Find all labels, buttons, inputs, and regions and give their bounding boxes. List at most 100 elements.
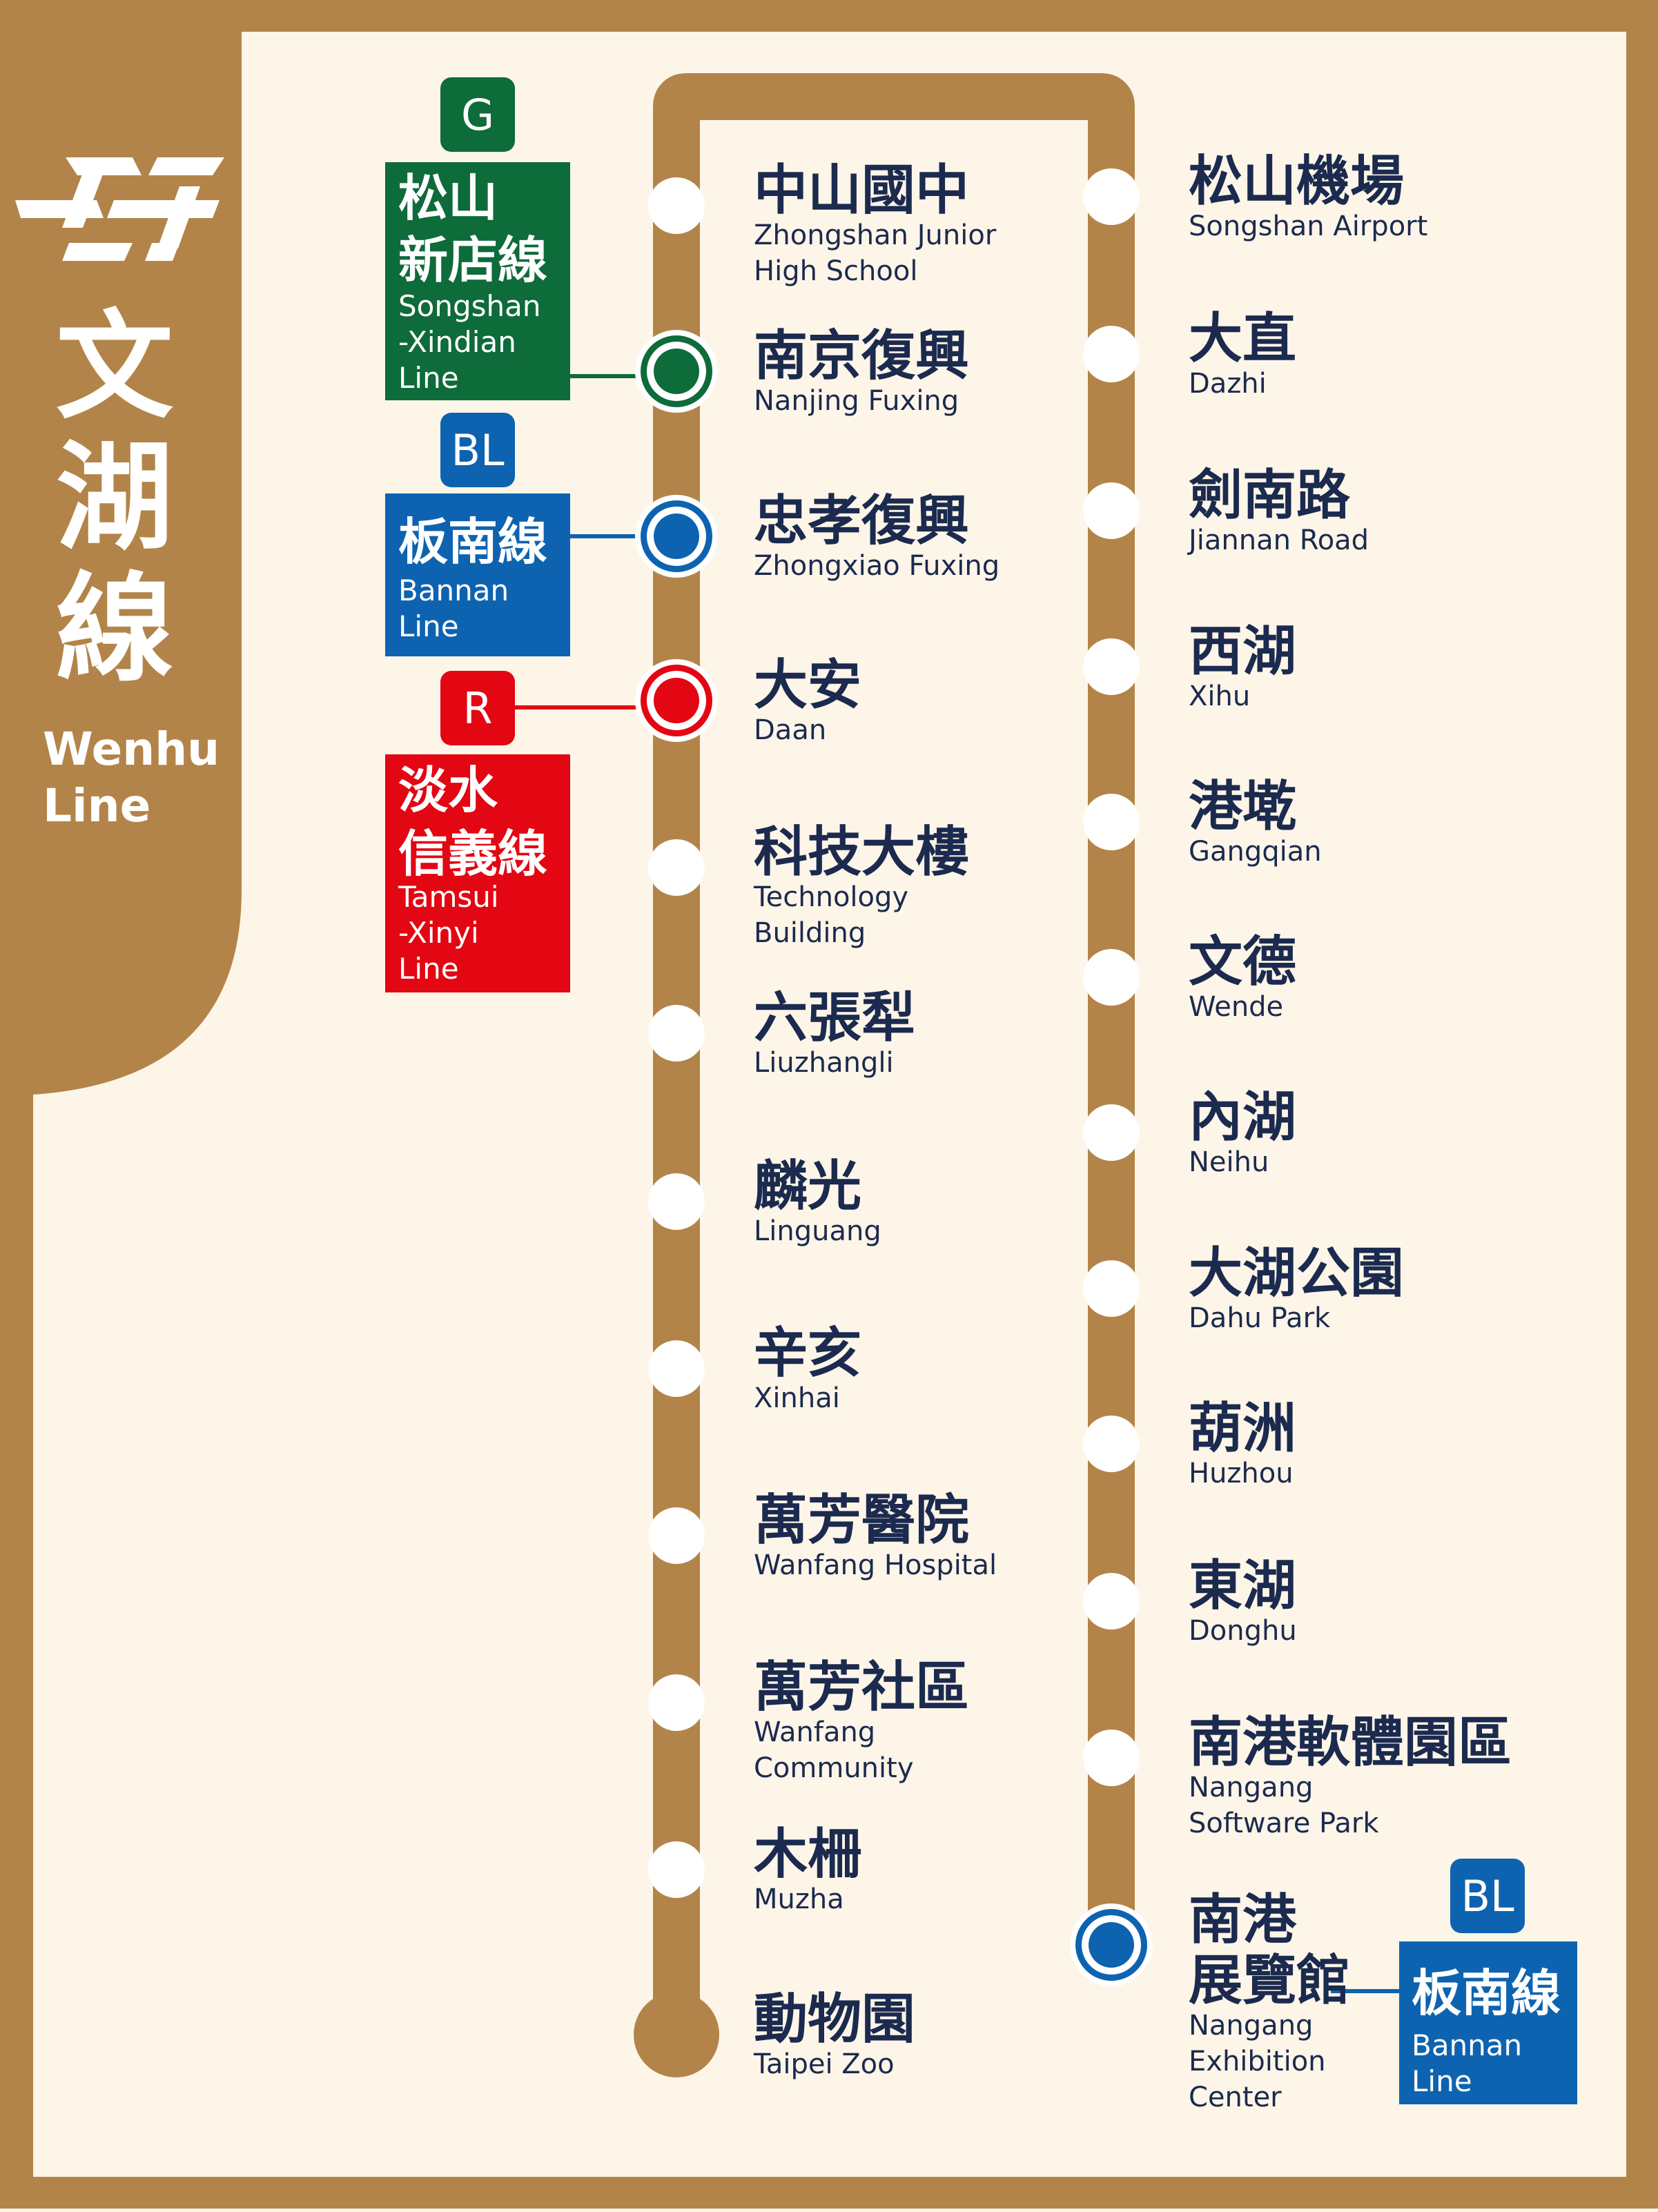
left-station-1-marker xyxy=(648,177,705,234)
badge-bl-2 xyxy=(1450,1859,1525,1933)
box-bannan-2 xyxy=(1399,1941,1577,2104)
right-station-3-name-zh: 劍南路 xyxy=(1189,464,1351,527)
left-station-12-name-zh: 動物園 xyxy=(754,1988,915,2050)
left-station-7-name-en-1: Linguang xyxy=(754,1215,881,1247)
right-station-7-name-en-1: Neihu xyxy=(1189,1146,1269,1178)
right-station-2-name-zh: 大直 xyxy=(1189,308,1296,370)
left-station-7-name-zh: 麟光 xyxy=(754,1155,861,1217)
left-station-10-name-en-2: Community xyxy=(754,1752,914,1784)
right-station-6-name-zh: 文德 xyxy=(1189,931,1296,993)
right-station-12-name-en-3: Center xyxy=(1189,2082,1282,2113)
box-g-en-1: Songshan xyxy=(398,289,541,323)
right-station-3-name-en-1: Jiannan Road xyxy=(1187,525,1369,556)
right-station-5-name-en-1: Gangqian xyxy=(1189,836,1322,868)
box-r-zh-2: 信義線 xyxy=(398,825,547,883)
right-station-8-name-zh: 大湖公園 xyxy=(1189,1242,1404,1304)
right-station-10-marker xyxy=(1083,1573,1140,1629)
right-station-2-name-en-1: Dazhi xyxy=(1189,368,1267,400)
box-g-zh-2: 新店線 xyxy=(398,231,547,289)
right-station-12-name-en-1: Nangang xyxy=(1189,2010,1313,2042)
left-station-10-name-zh: 萬芳社區 xyxy=(754,1656,969,1719)
right-station-11-name-en-2: Software Park xyxy=(1189,1808,1379,1839)
right-station-5-name-zh: 港墘 xyxy=(1189,776,1296,838)
right-station-6-name-en-1: Wende xyxy=(1189,991,1283,1023)
right-station-7-marker xyxy=(1083,1104,1140,1161)
box-bl-zh: 板南線 xyxy=(398,513,547,571)
line-name-zh-2: 湖 xyxy=(56,430,173,567)
right-station-8-name-en-1: Dahu Park xyxy=(1189,1302,1331,1334)
right-station-11-name-en-1: Nangang xyxy=(1189,1772,1313,1803)
left-station-8-name-zh: 辛亥 xyxy=(754,1322,861,1384)
left-station-3-name-zh: 忠孝復興 xyxy=(754,490,969,552)
right-station-10-name-zh: 東湖 xyxy=(1189,1555,1296,1617)
left-station-2-name-zh: 南京復興 xyxy=(754,325,969,387)
right-station-4-name-zh: 西湖 xyxy=(1189,620,1296,683)
line-name-en-1: Wenhu xyxy=(43,723,220,776)
box-r-en-2: -Xinyi xyxy=(398,916,479,950)
right-station-1-marker xyxy=(1083,168,1140,225)
right-station-9-marker xyxy=(1083,1416,1140,1472)
left-station-4-marker xyxy=(654,678,699,723)
right-station-6-marker xyxy=(1083,949,1140,1006)
badge-r-code: R xyxy=(462,683,492,734)
left-station-3-name-en-1: Zhongxiao Fuxing xyxy=(754,550,999,582)
left-station-5-name-en-1: Technology xyxy=(753,881,908,913)
badge-g xyxy=(440,77,515,152)
right-station-11-marker xyxy=(1083,1730,1140,1786)
left-station-7-marker xyxy=(648,1173,705,1230)
left-station-12-name-en-1: Taipei Zoo xyxy=(753,2048,895,2080)
left-station-11-marker xyxy=(648,1841,705,1898)
box-bl-2-zh: 板南線 xyxy=(1412,1964,1561,2022)
left-station-5-marker xyxy=(648,839,705,896)
right-station-2-marker xyxy=(1083,326,1140,382)
right-station-7-name-zh: 內湖 xyxy=(1189,1086,1296,1148)
box-bannan xyxy=(385,493,570,656)
right-station-11-name-zh: 南港軟體園區 xyxy=(1189,1712,1512,1774)
box-g-en-3: Line xyxy=(398,361,459,395)
left-station-4-name-zh: 大安 xyxy=(754,654,861,716)
right-station-1-name-en-1: Songshan Airport xyxy=(1189,211,1427,242)
right-station-12-name-zh-2: 展覽館 xyxy=(1189,1950,1350,2012)
right-station-8-marker xyxy=(1083,1260,1140,1317)
left-station-10-marker xyxy=(648,1674,705,1731)
box-bl-2-en-1: Bannan xyxy=(1412,2028,1522,2062)
box-bl-2-en-2: Line xyxy=(1412,2064,1472,2098)
left-station-12-terminus-marker xyxy=(634,1992,719,2077)
right-station-9-name-en-1: Huzhou xyxy=(1189,1458,1294,1489)
right-station-5-marker xyxy=(1083,794,1140,850)
left-station-5-name-zh: 科技大樓 xyxy=(754,821,969,883)
box-bl-en-2: Line xyxy=(398,609,459,643)
left-station-9-name-zh: 萬芳醫院 xyxy=(754,1489,969,1552)
left-station-11-name-en-1: Muzha xyxy=(754,1883,844,1915)
left-station-3-marker xyxy=(654,513,699,559)
left-station-6-marker xyxy=(648,1005,705,1061)
box-g-zh-1: 松山 xyxy=(398,169,498,227)
left-station-2-name-en-1: Nanjing Fuxing xyxy=(754,385,959,417)
box-g-en-2: -Xindian xyxy=(398,325,516,359)
badge-bl-code: BL xyxy=(451,425,505,476)
badge-g-code: G xyxy=(461,90,494,140)
left-station-1-name-en-1: Zhongshan Junior xyxy=(754,219,997,251)
left-station-1-name-en-2: High School xyxy=(754,255,917,287)
left-station-1-name-zh: 中山國中 xyxy=(754,159,969,222)
right-station-10-name-en-1: Donghu xyxy=(1189,1615,1297,1647)
left-station-8-name-en-1: Xinhai xyxy=(754,1382,840,1414)
right-station-12-name-en-2: Exhibition xyxy=(1189,2046,1326,2077)
left-station-9-name-en-1: Wanfang Hospital xyxy=(754,1549,997,1581)
right-station-9-name-zh: 葫洲 xyxy=(1189,1398,1296,1460)
badge-bl-2-code: BL xyxy=(1461,1871,1514,1921)
right-station-4-name-en-1: Xihu xyxy=(1189,681,1250,712)
left-station-6-name-zh: 六張犁 xyxy=(754,987,915,1049)
line-name-en-2: Line xyxy=(43,779,150,832)
badge-bl xyxy=(440,413,515,487)
left-station-8-marker xyxy=(648,1340,705,1397)
left-station-5-name-en-2: Building xyxy=(754,917,866,949)
right-station-3-marker xyxy=(1083,482,1140,539)
left-station-4-name-en-1: Daan xyxy=(754,714,826,746)
line-name-zh-3: 線 xyxy=(56,561,173,698)
box-r-en-3: Line xyxy=(398,952,459,986)
